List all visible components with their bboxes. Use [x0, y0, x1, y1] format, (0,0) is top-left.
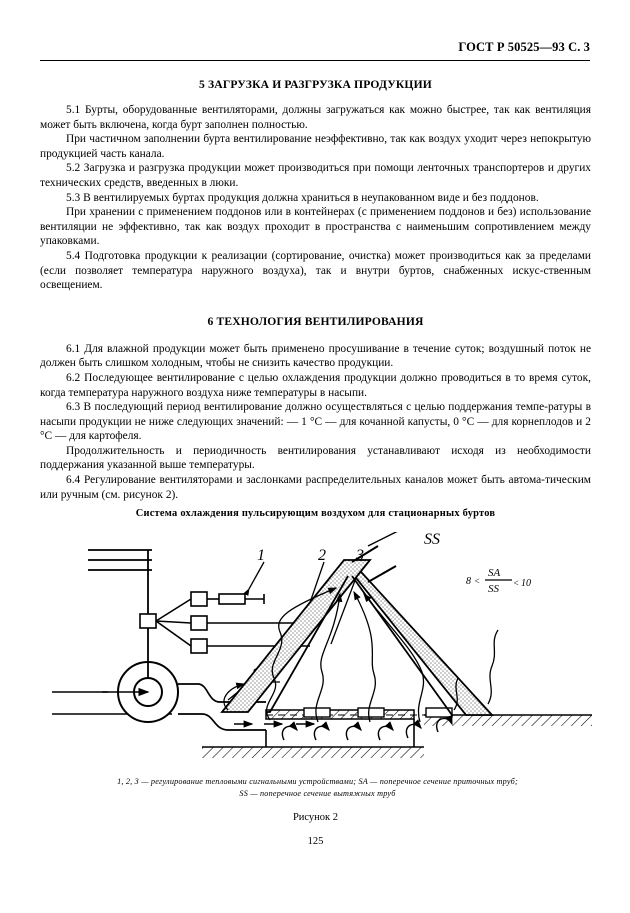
damper-1 — [303, 707, 331, 718]
paragraph-6-1: 6.1 Для влажной продукции может быть при… — [40, 342, 591, 370]
document-body: 5 ЗАГРУЗКА И РАЗГРУЗКА ПРОДУКЦИИ 5.1 Бур… — [40, 68, 591, 502]
formula-denominator: SS — [488, 583, 500, 595]
callout-1: 1 — [257, 547, 265, 564]
header-rule — [40, 60, 590, 61]
circulation-arrows — [281, 714, 453, 741]
formula-rel-right: < — [513, 578, 519, 588]
supply-duct — [178, 683, 266, 731]
formula-rel-left: < — [474, 576, 480, 586]
section-heading-6: 6 ТЕХНОЛОГИЯ ВЕНТИЛИРОВАНИЯ — [207, 314, 424, 328]
damper-3 — [425, 707, 453, 718]
callout-3: 3 — [355, 547, 364, 564]
section-heading-5: 5 ЗАГРУЗКА И РАЗГРУЗКА ПРОДУКЦИИ — [199, 78, 432, 91]
control-mast — [88, 549, 152, 660]
formula-numerator: SA — [488, 567, 501, 579]
figure-title: Система охлаждения пульсирующим воздухом… — [135, 508, 496, 519]
figure-legend: 1, 2, 3 — регулирование тепловыми сигнал… — [45, 776, 590, 800]
damper-2 — [357, 707, 385, 718]
paragraph-5-2: 5.2 Загрузка и разгрузка продукции может… — [40, 162, 591, 189]
pile-cover-left — [220, 559, 372, 713]
paragraph-5-3: 5.3 В вентилируемых буртах продукция дол… — [66, 191, 539, 204]
junction-box — [139, 613, 157, 629]
paragraph-6-3-cont: Продолжительность и периодичность вентил… — [40, 444, 591, 472]
paragraph-5-3-cont: При хранении с применением поддонов или … — [40, 206, 591, 248]
figure-legend-line-2: SS — поперечное сечение вытяжных труб — [239, 789, 396, 798]
exhaust-stack — [351, 532, 398, 583]
paragraph-5-4: 5.4 Подготовка продукции к реализации (с… — [40, 249, 591, 292]
paragraph-5-1-cont: При частичном заполнении бурта вентилиро… — [40, 133, 591, 160]
diagram-geometry: SA — [52, 532, 592, 758]
fan-unit — [52, 660, 179, 723]
figure-diagram: SA — [52, 532, 592, 772]
ss-label: SS — [424, 532, 440, 548]
callout-2: 2 — [318, 547, 326, 564]
airflow-arrows — [223, 587, 499, 723]
paragraph-6-3: 6.3 В последующий период вентилирование … — [40, 401, 591, 443]
paragraph-6-4: 6.4 Регулирование вентиляторами и заслон… — [40, 474, 591, 501]
ratio-formula: 8 < SA SS < 10 — [466, 567, 531, 595]
figure-legend-line-1: 1, 2, 3 — регулирование тепловыми сигнал… — [117, 777, 518, 786]
paragraph-5-1: 5.1 Бурты, оборудованные вентиляторами, … — [40, 104, 591, 131]
page-number: 125 — [307, 836, 324, 847]
formula-right: 10 — [521, 578, 531, 589]
page-header: ГОСТ Р 50525—93 С. 3 — [458, 40, 590, 54]
control-signal-devices — [155, 591, 320, 654]
formula-left: 8 — [466, 576, 471, 587]
figure-caption: Рисунок 2 — [292, 812, 339, 823]
air-channel — [202, 707, 592, 758]
paragraph-6-2: 6.2 Последующее вентилирование с целью о… — [40, 371, 591, 399]
